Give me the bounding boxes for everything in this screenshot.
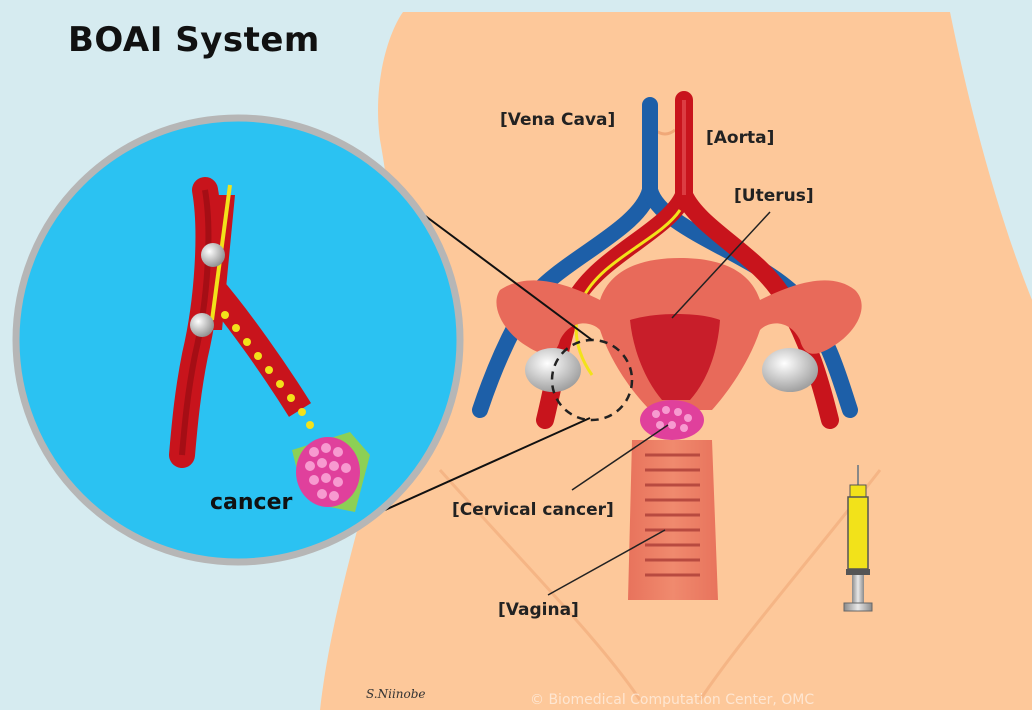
- vagina-organ: [628, 440, 718, 600]
- vagina-label: [Vagina]: [498, 600, 579, 620]
- artist-signature: S.Niinobe: [366, 687, 426, 701]
- vena-cava-label: [Vena Cava]: [500, 110, 615, 130]
- cancer-label: cancer: [210, 490, 292, 515]
- uterus-label: [Uterus]: [734, 186, 814, 206]
- cervical-cancer-label: [Cervical cancer]: [452, 500, 614, 520]
- cervical-tumor: [640, 400, 704, 440]
- aorta-label: [Aorta]: [706, 128, 774, 148]
- page-title: BOAI System: [68, 20, 320, 60]
- copyright-watermark: © Biomedical Computation Center, OMC: [530, 692, 814, 708]
